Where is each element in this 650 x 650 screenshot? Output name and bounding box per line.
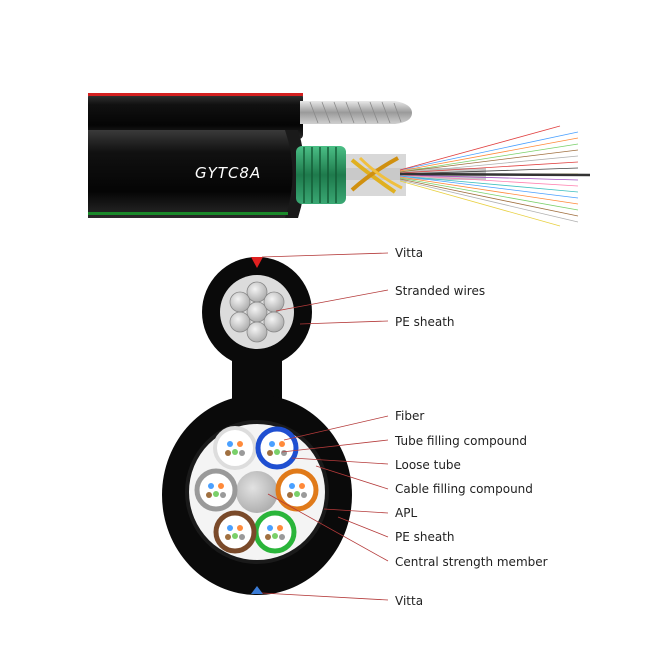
cable-side-view: GYTC8A — [88, 93, 591, 227]
label-tube-filling-compound: Tube filling compound — [395, 434, 527, 448]
label-vitta-top: Vitta — [395, 246, 424, 260]
loose-tube-blue — [255, 426, 299, 470]
messenger-jacket — [88, 93, 303, 139]
central-strength-member — [236, 471, 278, 513]
main-jacket — [88, 130, 298, 218]
leader-lines — [261, 252, 389, 601]
cable-model-label: GYTC8A — [195, 164, 261, 182]
loose-tube-white — [213, 426, 257, 470]
loose-tube-orange — [275, 468, 319, 512]
green-stripe-side — [88, 212, 288, 215]
label-stranded-wires: Stranded wires — [395, 284, 486, 298]
loose-tube-brown — [213, 510, 257, 554]
loose-tube-green — [253, 510, 297, 554]
label-cable-filling-compound: Cable filling compound — [395, 482, 533, 496]
cable-cross-section — [162, 252, 389, 601]
vitta-stripe-side — [88, 93, 303, 96]
label-loose-tube: Loose tube — [395, 458, 461, 472]
label-apl: APL — [395, 506, 418, 520]
loose-tube-gray — [194, 468, 238, 512]
label-vitta-bottom: Vitta — [395, 594, 424, 608]
stranded-wires — [229, 281, 285, 343]
label-pe-sheath-top: PE sheath — [395, 315, 455, 329]
label-fiber: Fiber — [395, 409, 425, 423]
label-central-strength-member: Central strength member — [395, 555, 548, 569]
vitta-bottom-marker — [251, 586, 263, 594]
vitta-top-marker — [251, 257, 263, 268]
label-pe-sheath-bottom: PE sheath — [395, 530, 455, 544]
armor-apl — [296, 146, 346, 204]
